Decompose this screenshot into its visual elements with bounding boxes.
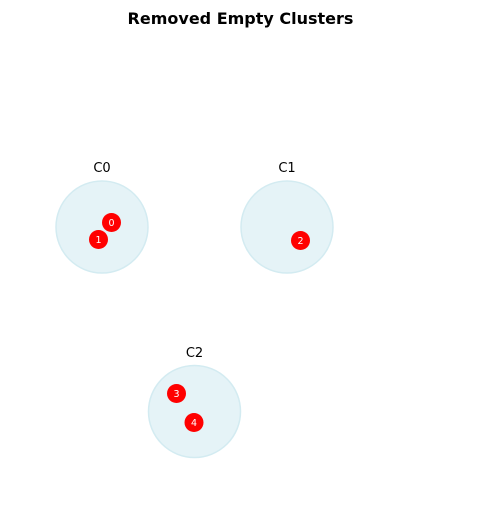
point-3: 3 [167,384,186,403]
point-2-label: 2 [297,236,303,247]
point-0-marker [102,213,121,232]
cluster-c2-region [147,364,242,459]
cluster-c1-region [240,180,334,274]
cluster-c0: C0 0 1 [55,161,149,274]
cluster-c0-label: C0 [93,161,110,176]
cluster-c0-region [55,180,149,274]
point-3-label: 3 [173,389,179,400]
point-4-label: 4 [191,418,197,429]
cluster-c2-label: C2 [186,346,203,361]
point-2: 2 [291,231,310,250]
point-0-label: 0 [108,218,114,229]
cluster-c2: C2 3 4 [147,346,242,459]
point-0: 0 [102,213,121,232]
point-1-label: 1 [95,235,101,246]
point-1: 1 [89,230,108,249]
point-3-marker [167,384,186,403]
point-4-marker [184,413,204,432]
cluster-c1: C1 2 [240,161,334,274]
cluster-c1-label: C1 [278,161,295,176]
point-4: 4 [184,413,204,432]
diagram-title: Removed Empty Clusters [128,9,354,28]
point-1-marker [89,230,108,249]
point-2-marker [291,231,310,250]
